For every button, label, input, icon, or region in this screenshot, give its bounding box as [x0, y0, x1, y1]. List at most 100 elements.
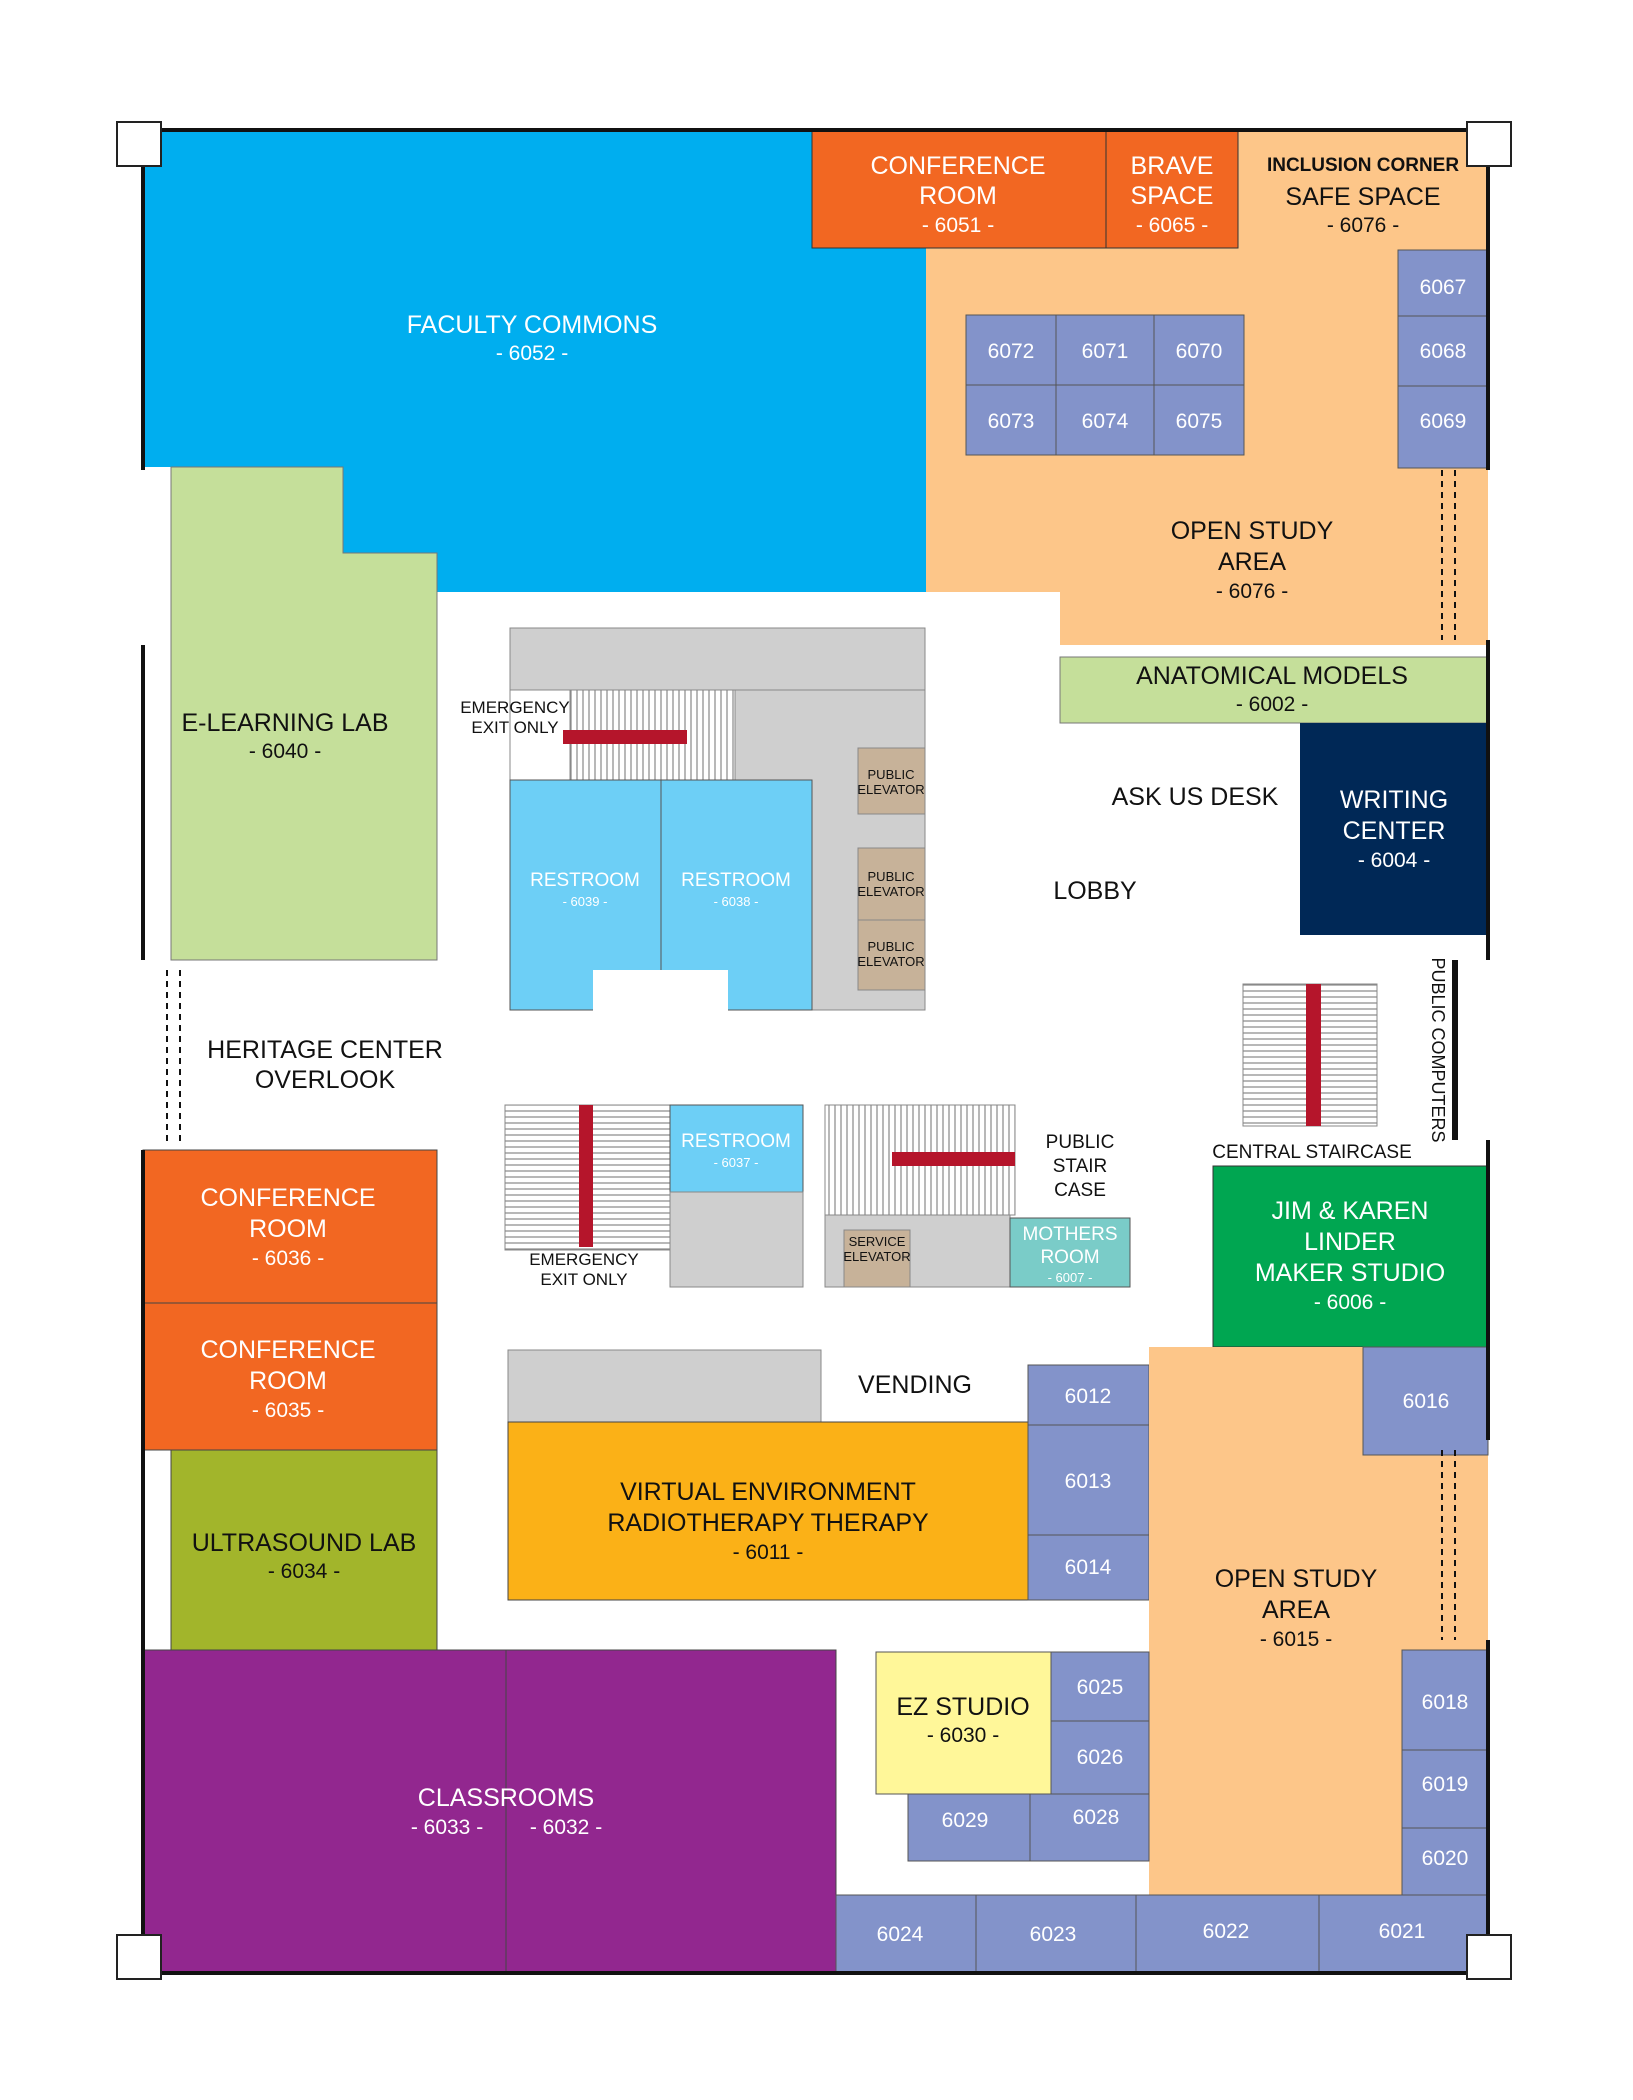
room-6075-label: 6075 — [1176, 410, 1223, 433]
room-6074[interactable] — [1055, 384, 1155, 456]
e-learning-lab-6040[interactable] — [170, 466, 438, 961]
conference-6036-label-1: CONFERENCE — [200, 1184, 375, 1212]
open-study-bottom-label-2: AREA — [1262, 1596, 1330, 1624]
ultrasound-lab-label: ULTRASOUND LAB — [192, 1529, 417, 1557]
classrooms-6033-6032[interactable] — [142, 1649, 837, 1974]
conference-6035-label-2: ROOM — [249, 1367, 327, 1395]
writing-center-label-2: CENTER — [1343, 817, 1446, 845]
room-6073-label: 6073 — [988, 410, 1035, 433]
heritage-center-label-1: HERITAGE CENTER — [207, 1036, 443, 1064]
vending-area — [507, 1349, 822, 1423]
public-elevator-3-label-2: ELEVATOR — [857, 954, 924, 969]
anatomical-models-6002[interactable] — [1059, 656, 1489, 724]
room-6071-label: 6071 — [1082, 340, 1129, 363]
anatomical-models-label: ANATOMICAL MODELS — [1136, 662, 1408, 690]
room-6024[interactable] — [835, 1894, 977, 1974]
vending-label: VENDING — [858, 1371, 972, 1399]
corner-columns — [116, 121, 1512, 1980]
room-6026[interactable] — [1050, 1720, 1150, 1795]
conference-6035-number: - 6035 - — [252, 1399, 324, 1422]
brave-space-label-1: BRAVE — [1131, 152, 1214, 180]
public-elevator-3-label-1: PUBLIC — [868, 939, 915, 954]
room-6071[interactable] — [1055, 314, 1155, 386]
conference-room-6051[interactable] — [811, 129, 1107, 249]
room-6074-label: 6074 — [1082, 410, 1129, 433]
public-elevator-3[interactable] — [857, 919, 926, 991]
classroom-6033-number: - 6033 - — [411, 1816, 483, 1839]
room-6070[interactable] — [1153, 314, 1245, 386]
central-staircase-label: CENTRAL STAIRCASE — [1212, 1142, 1412, 1163]
mothers-room-6007[interactable] — [1009, 1217, 1131, 1288]
brave-space-6065[interactable] — [1105, 129, 1239, 249]
room-6067-label: 6067 — [1420, 276, 1467, 299]
maker-studio-label-1: JIM & KAREN — [1272, 1197, 1429, 1225]
conference-6036-number: - 6036 - — [252, 1247, 324, 1270]
room-6028-label: 6028 — [1073, 1806, 1120, 1829]
public-elevator-2-label-1: PUBLIC — [868, 869, 915, 884]
room-6013[interactable] — [1027, 1424, 1150, 1536]
vert-room-6011[interactable] — [507, 1421, 1029, 1601]
room-6069[interactable] — [1397, 385, 1489, 469]
public-stair-label-2: STAIR — [1053, 1156, 1108, 1177]
room-6018-label: 6018 — [1422, 1691, 1469, 1714]
mothers-room-label-1: MOTHERS — [1023, 1224, 1118, 1245]
restroom-6037[interactable] — [669, 1104, 804, 1193]
classrooms-label: CLASSROOMS — [418, 1784, 594, 1812]
ez-studio-6030[interactable] — [875, 1651, 1052, 1795]
public-elevator-1-label-1: PUBLIC — [868, 767, 915, 782]
room-6014[interactable] — [1027, 1534, 1150, 1601]
restroom-6037-label: RESTROOM — [681, 1131, 791, 1152]
e-learning-lab-label: E-LEARNING LAB — [181, 709, 388, 737]
mothers-room-number: - 6007 - — [1048, 1270, 1093, 1285]
vert-label-1: VIRTUAL ENVIRONMENT — [620, 1478, 916, 1506]
room-6025[interactable] — [1050, 1651, 1150, 1722]
room-6075[interactable] — [1153, 384, 1245, 456]
public-elevator-1[interactable] — [857, 747, 926, 815]
brave-space-label-2: SPACE — [1131, 182, 1214, 210]
room-6022[interactable] — [1135, 1894, 1320, 1974]
service-elevator[interactable] — [843, 1229, 911, 1288]
faculty-commons-label: FACULTY COMMONS — [407, 311, 658, 339]
maker-studio-6006[interactable] — [1212, 1165, 1489, 1348]
room-6024-label: 6024 — [877, 1923, 924, 1946]
study-rooms-middle — [1027, 1364, 1150, 1601]
room-6019-label: 6019 — [1422, 1773, 1469, 1796]
room-6029-label: 6029 — [942, 1809, 989, 1832]
room-6072[interactable] — [965, 314, 1057, 386]
anatomical-models-number: - 6002 - — [1236, 693, 1308, 716]
room-6072-label: 6072 — [988, 340, 1035, 363]
faculty-commons-room[interactable] — [143, 130, 926, 592]
lobby-label: LOBBY — [1053, 877, 1137, 905]
room-6029[interactable] — [907, 1793, 1031, 1862]
ultrasound-lab-6034[interactable] — [170, 1449, 438, 1651]
conference-6051-label-2: ROOM — [919, 182, 997, 210]
open-study-bottom-number: - 6015 - — [1260, 1628, 1332, 1651]
exterior-walls — [141, 128, 1490, 1975]
room-6028[interactable] — [1029, 1793, 1150, 1862]
room-6020-label: 6020 — [1422, 1847, 1469, 1870]
ez-studio-label: EZ STUDIO — [896, 1693, 1029, 1721]
core-lower — [504, 1104, 1131, 1288]
conference-room-6035[interactable] — [142, 1302, 438, 1451]
room-6016-label: 6016 — [1403, 1390, 1450, 1413]
room-6021[interactable] — [1318, 1894, 1489, 1974]
open-study-top-label-1: OPEN STUDY — [1171, 517, 1334, 545]
window-openings — [166, 470, 1456, 1640]
emergency-exit-lower-label-1: EMERGENCY — [529, 1250, 639, 1269]
writing-center-6004[interactable] — [1300, 723, 1488, 935]
room-6073[interactable] — [965, 384, 1057, 456]
ask-us-desk-label: ASK US DESK — [1112, 783, 1279, 811]
room-6012[interactable] — [1027, 1364, 1150, 1426]
restroom-6038-number: - 6038 - — [714, 894, 759, 909]
public-computers-label: PUBLIC COMPUTERS — [1428, 957, 1448, 1142]
restroom-6037-number: - 6037 - — [714, 1155, 759, 1170]
room-6018[interactable] — [1401, 1649, 1489, 1751]
public-stair-label-1: PUBLIC — [1046, 1132, 1115, 1153]
ultrasound-lab-number: - 6034 - — [268, 1560, 340, 1583]
open-study-bottom-label-1: OPEN STUDY — [1215, 1565, 1378, 1593]
room-6068[interactable] — [1397, 315, 1489, 387]
room-6020[interactable] — [1401, 1827, 1489, 1896]
study-rooms-bottom — [835, 1649, 1489, 1974]
writing-center-label-1: WRITING — [1340, 786, 1448, 814]
